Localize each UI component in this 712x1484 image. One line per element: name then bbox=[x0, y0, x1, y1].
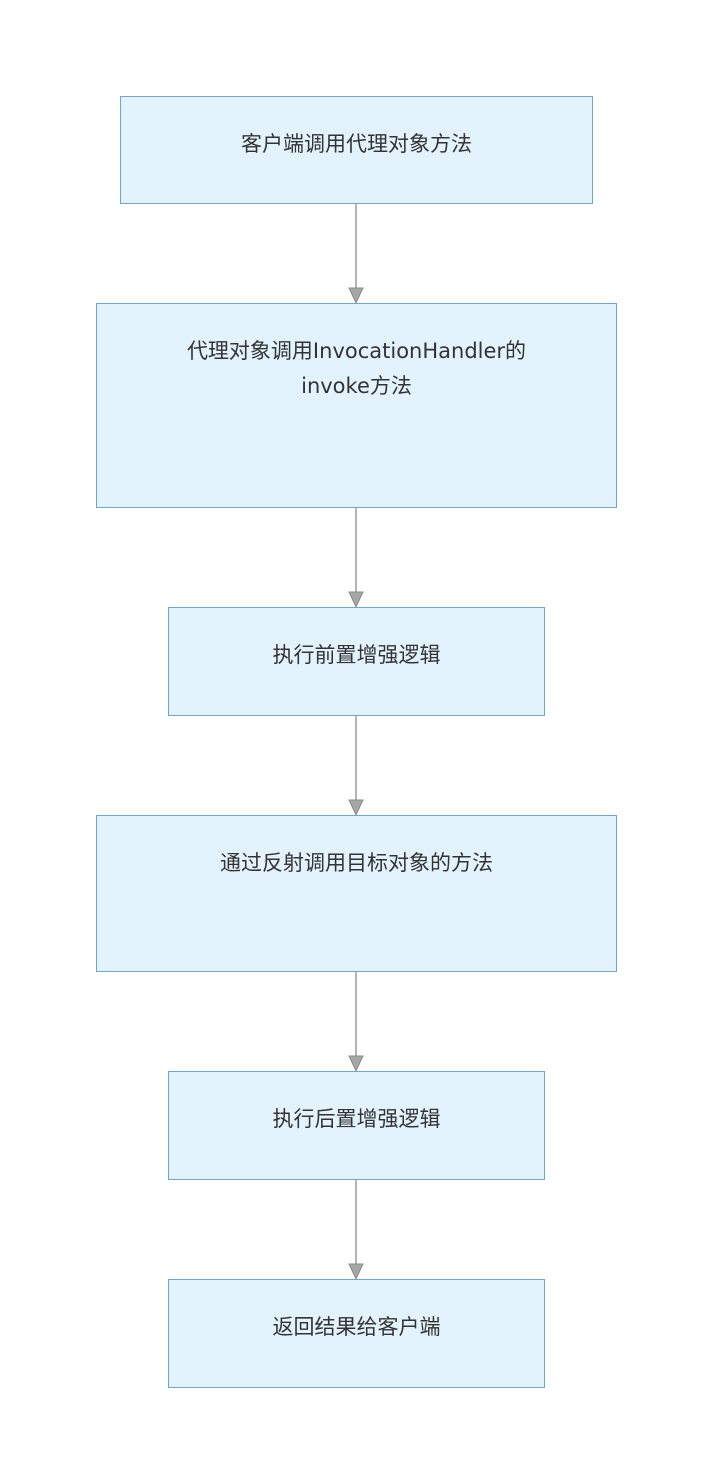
arrowhead-icon bbox=[348, 591, 364, 609]
node-return-result: 返回结果给客户端 bbox=[168, 1279, 545, 1388]
node-post-enhancement: 执行后置增强逻辑 bbox=[168, 1071, 545, 1180]
node-label: 执行后置增强逻辑 bbox=[272, 1107, 441, 1131]
node-pre-enhancement: 执行前置增强逻辑 bbox=[168, 607, 545, 716]
arrowhead-icon bbox=[348, 1263, 364, 1281]
arrowhead-icon bbox=[348, 287, 364, 305]
node-label: 代理对象调用InvocationHandler的 invoke方法 bbox=[186, 339, 527, 398]
arrowhead-icon bbox=[348, 1055, 364, 1073]
node-label: 执行前置增强逻辑 bbox=[272, 643, 441, 667]
node-reflective-target-call: 通过反射调用目标对象的方法 bbox=[96, 815, 617, 972]
node-proxy-invokes-handler: 代理对象调用InvocationHandler的 invoke方法 bbox=[96, 303, 617, 508]
node-label: 客户端调用代理对象方法 bbox=[241, 132, 472, 156]
node-client-calls-proxy: 客户端调用代理对象方法 bbox=[120, 96, 593, 204]
node-label: 通过反射调用目标对象的方法 bbox=[220, 851, 493, 875]
node-label: 返回结果给客户端 bbox=[272, 1315, 441, 1339]
arrowhead-icon bbox=[348, 799, 364, 817]
